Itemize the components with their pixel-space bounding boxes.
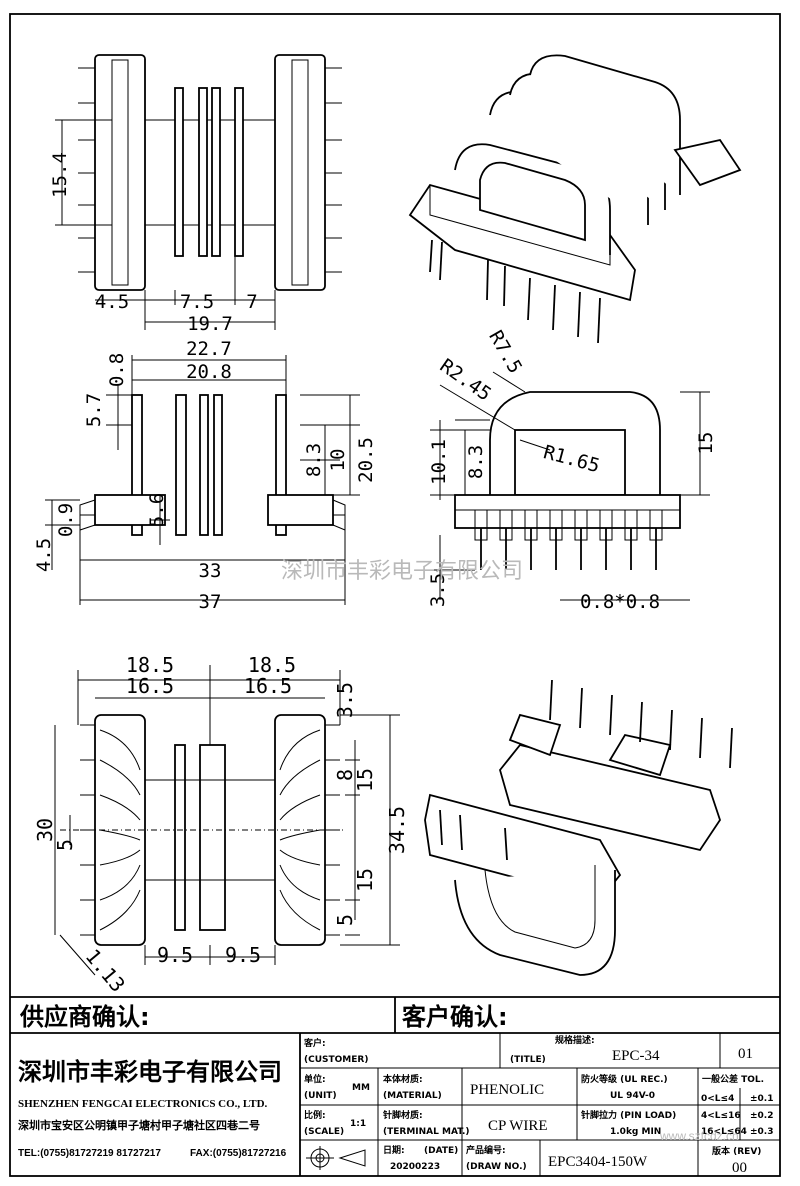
material-label-en: (MATERIAL) <box>383 1091 442 1101</box>
isometric-view-top <box>408 54 742 344</box>
dim-text: 7.5 <box>180 291 214 313</box>
tolerance-label: 一般公差 TOL. <box>702 1073 764 1085</box>
top-view: 15.4 4.5 7.5 7 19.7 <box>49 54 342 335</box>
rev-label: 版本 (REV) <box>711 1145 761 1157</box>
dim-text: 0.9 <box>55 503 77 537</box>
dim-text: R2.45 <box>436 355 495 406</box>
front-view: 22.7 20.8 0.8 5.7 8.3 10 20.5 5.6 0.9 4.… <box>33 338 377 613</box>
dim-text: 3.5 <box>427 573 449 607</box>
unit-label-en: (UNIT) <box>304 1091 337 1101</box>
company-fax: FAX:(0755)81727216 <box>190 1148 287 1159</box>
tolerance-range: 0<L≤4 <box>701 1094 734 1104</box>
flame-label: 防火等级 (UL REC.) <box>581 1073 668 1085</box>
dim-text: 5 <box>53 839 77 851</box>
sheet-frame <box>9 13 781 1177</box>
terminal-label-en: (TERMINAL MAT.) <box>383 1127 470 1137</box>
scale-label-cn: 比例: <box>304 1109 326 1121</box>
dim-text: 10 <box>327 449 349 472</box>
dim-text: 33 <box>199 560 222 582</box>
isometric-view-bottom <box>424 679 733 976</box>
dim-text: 0.8 <box>106 353 128 387</box>
material-label-cn: 本体材质: <box>383 1073 423 1085</box>
dim-text: 20.8 <box>186 361 232 383</box>
dim-text: 16.5 <box>126 674 174 698</box>
site-watermark: www.szfcdz.cn <box>659 1129 739 1143</box>
projection-symbol-icon <box>306 1146 366 1170</box>
customer-label-en: (CUSTOMER) <box>304 1055 368 1065</box>
sheet-number: 01 <box>738 1046 753 1062</box>
material-value: PHENOLIC <box>470 1082 544 1098</box>
tolerance-range: 16<L≤64 <box>701 1127 747 1137</box>
dim-text: 37 <box>199 591 222 613</box>
tolerance-range: 4<L≤16 <box>701 1111 741 1121</box>
drawno-label-cn: 产品编号: <box>466 1144 506 1156</box>
drawno-value: EPC3404-150W <box>548 1154 648 1170</box>
dim-text: 9.5 <box>157 943 193 967</box>
bottom-view: 18.5 18.5 16.5 16.5 3.5 8 15 30 5 34.5 1… <box>33 653 409 997</box>
spec-value: EPC-34 <box>612 1048 660 1064</box>
dim-text: 18.5 <box>248 653 296 677</box>
customer-confirm-label: 客户确认: <box>402 1003 508 1031</box>
pinload-value: 1.0kg MIN <box>610 1127 661 1137</box>
spec-label-cn: 规格描述: <box>555 1034 595 1046</box>
drawno-label-en: (DRAW NO.) <box>466 1162 527 1172</box>
dim-text: 8.3 <box>303 443 325 477</box>
tolerance-value: ±0.1 <box>750 1094 773 1104</box>
dim-text: 3.5 <box>333 682 357 718</box>
dim-text: 20.5 <box>355 437 377 483</box>
dim-text: 15 <box>353 768 377 792</box>
dim-text: 18.5 <box>126 653 174 677</box>
dim-text: 4.5 <box>95 291 129 313</box>
scale-value: 1:1 <box>350 1119 366 1129</box>
scale-label-en: (SCALE) <box>304 1127 344 1137</box>
pinload-label: 针脚拉力 (PIN LOAD) <box>581 1109 676 1121</box>
dim-text: 9.5 <box>225 943 261 967</box>
tolerance-value: ±0.3 <box>750 1127 773 1137</box>
unit-value: MM <box>352 1083 370 1093</box>
dim-text: 15 <box>695 432 717 455</box>
customer-label-cn: 客户: <box>303 1037 326 1049</box>
date-label-en: (DATE) <box>424 1146 458 1156</box>
company-name-cn: 深圳市丰彩电子有限公司 <box>18 1058 282 1086</box>
dim-text: 34.5 <box>385 806 409 854</box>
dim-text: 0.8*0.8 <box>580 591 660 613</box>
dim-text: 16.5 <box>244 674 292 698</box>
date-label-cn: 日期: <box>383 1144 405 1156</box>
dim-text: 8 <box>333 769 357 781</box>
dim-text: 10.1 <box>428 439 450 485</box>
dim-text: 22.7 <box>186 338 232 360</box>
company-name-en: SHENZHEN FENGCAI ELECTRONICS CO., LTD. <box>18 1098 268 1110</box>
dim-text: 5 <box>333 914 357 926</box>
terminal-label-cn: 针脚材质: <box>383 1109 423 1121</box>
dim-text: R7.5 <box>484 327 526 378</box>
spec-label-en: (TITLE) <box>510 1055 546 1065</box>
dim-text: 1.13 <box>81 944 130 996</box>
date-value: 20200223 <box>390 1162 440 1172</box>
unit-label-cn: 单位: <box>304 1073 326 1085</box>
dim-text: 19.7 <box>187 313 233 335</box>
dim-text: 4.5 <box>33 538 55 572</box>
title-block: 供应商确认: 客户确认: 深圳市丰彩电子有限公司 SHENZHEN FENGCA… <box>10 996 780 1176</box>
dim-text: 30 <box>33 818 57 842</box>
dim-text: 7 <box>246 291 257 313</box>
dim-text: 5.6 <box>146 493 168 527</box>
flame-value: UL 94V-0 <box>610 1091 655 1101</box>
company-address: 深圳市宝安区公明镇甲子塘村甲子塘社区四巷二号 <box>18 1118 260 1132</box>
tolerance-value: ±0.2 <box>750 1111 773 1121</box>
dim-text: 15.4 <box>49 152 71 198</box>
supplier-confirm-label: 供应商确认: <box>19 1003 150 1031</box>
watermark-text: 深圳市丰彩电子有限公司 <box>281 559 523 584</box>
rev-value: 00 <box>732 1160 747 1176</box>
dim-text: 5.7 <box>83 393 105 427</box>
terminal-value: CP WIRE <box>488 1118 548 1134</box>
company-tel: TEL:(0755)81727219 81727217 <box>18 1148 161 1159</box>
dim-text: 15 <box>353 868 377 892</box>
dim-text: 8.3 <box>465 445 487 479</box>
